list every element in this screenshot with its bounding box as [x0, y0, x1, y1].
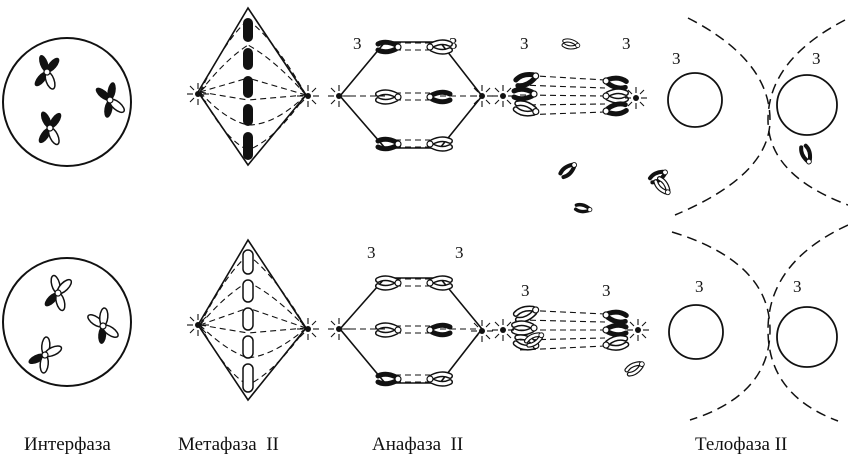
late-anaphase-top: 3 3 — [491, 34, 648, 117]
number-label: 3 — [602, 281, 611, 300]
anaphase-spindle-top: 3 3 — [327, 34, 494, 149]
label-interphase: Интерфаза — [24, 434, 111, 455]
label-anaphase-ii: Анафаза II — [372, 434, 463, 455]
metaphase-spindle-top — [186, 6, 320, 167]
number-label: 3 — [622, 34, 631, 53]
number-label: 3 — [695, 277, 704, 296]
interphase-cell-top — [2, 37, 132, 167]
number-label: 3 — [520, 34, 529, 53]
number-label: 3 — [672, 49, 681, 68]
number-label: 3 — [367, 243, 376, 262]
label-telophase-ii: Телофаза II — [695, 434, 787, 455]
number-label: 3 — [449, 34, 458, 53]
telophase-top: 3 3 — [559, 17, 848, 216]
label-metaphase-ii: Метафаза II — [178, 434, 279, 455]
interphase-cell-bottom — [2, 257, 132, 387]
number-label: 3 — [455, 243, 464, 262]
number-label: 3 — [812, 49, 821, 68]
late-anaphase-bottom: 3 3 — [491, 281, 650, 351]
number-label: 3 — [793, 277, 802, 296]
number-label: 3 — [521, 281, 530, 300]
metaphase-spindle-bottom — [186, 238, 320, 402]
number-label: 3 — [353, 34, 362, 53]
telophase-bottom: 3 3 — [526, 145, 848, 422]
anaphase-spindle-bottom: 3 3 — [327, 243, 494, 384]
